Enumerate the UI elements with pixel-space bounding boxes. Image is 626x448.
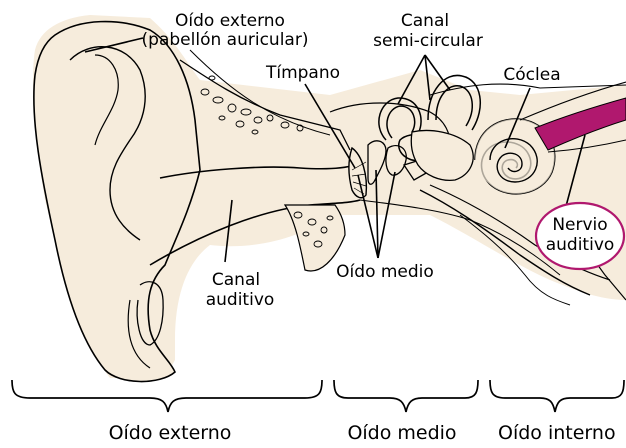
brace-middle [334, 380, 478, 412]
section-inner-ear: Oído interno [498, 422, 616, 444]
label-cochlea: Cóclea [503, 65, 560, 85]
section-outer-ear: Oído externo [109, 422, 232, 444]
label-semicircular-line2: semi-circular [373, 31, 483, 51]
section-middle-ear: Oído medio [347, 422, 456, 444]
label-nerve-line1: Nervio [552, 215, 607, 235]
label-outer-ear-line2: (pabellón auricular) [142, 30, 309, 50]
label-canal-line2: auditivo [206, 290, 275, 310]
label-eardrum: Tímpano [265, 63, 340, 83]
label-semicircular-line1: Canal [401, 11, 449, 31]
label-middle-ear: Oído medio [336, 262, 434, 282]
label-canal-line1: Canal [212, 270, 260, 290]
brace-outer [12, 380, 322, 412]
label-nerve-line2: auditivo [546, 235, 615, 255]
label-outer-ear-line1: Oído externo [175, 11, 285, 31]
brace-inner [490, 380, 624, 412]
